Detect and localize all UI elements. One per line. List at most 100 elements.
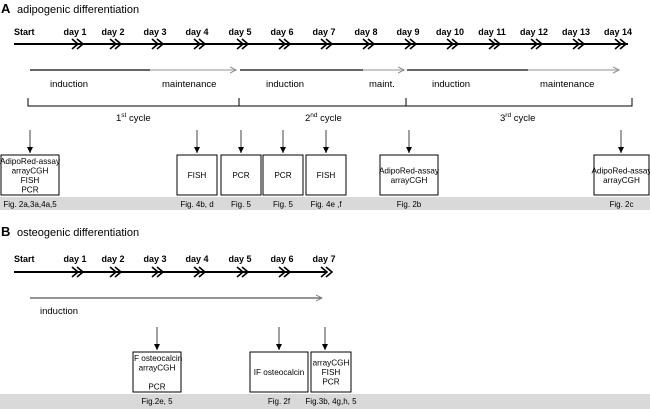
panel_a-box-7-line-1: AdipoRed-assay: [591, 166, 650, 175]
panel_b-box-3-line-1: arrayCGH: [313, 359, 350, 368]
panel_a-box-1-line-2: arrayCGH: [12, 166, 49, 175]
panel-a-day-markers: [71, 38, 628, 50]
panel_a-analysis-box-1: [0, 154, 60, 196]
panel_a-day-5-chevron-icon: [236, 38, 250, 50]
panel_a-box-6-line-1: AdipoRed-assay: [379, 166, 440, 175]
panel_a-box-3-line-1: PCR: [232, 171, 249, 180]
panel_b-day-5-chevron-icon: [236, 266, 250, 278]
panel_a-box-6-line-2: arrayCGH: [391, 176, 428, 185]
panel_b-day-label-7: day 7: [312, 254, 335, 264]
panel_a-day-label-1: day 1: [63, 27, 86, 37]
panel_b-day-label-3: day 3: [143, 254, 166, 264]
panel_b-analysis-box-1: [132, 351, 182, 393]
panel_b-box-3-line-3: PCR: [322, 378, 339, 387]
panel_a-day-label-8: day 8: [354, 27, 377, 37]
panel_a-day-3-chevron-icon: [151, 38, 165, 50]
panel-a-start-label: Start: [14, 27, 35, 37]
panel_a-box-1-figure-ref: Fig. 2a,3a,4a,5: [3, 200, 57, 209]
phase-a-label-induction-1: induction: [50, 79, 88, 90]
panel_b-box-3-figure-ref: Fig.3b, 4g,h, 5: [305, 397, 357, 406]
cycle-1-bracket: [27, 98, 240, 107]
panel_a-day-label-14: day 14: [604, 27, 632, 37]
panel-a-letter: A: [1, 1, 11, 16]
panel_a-box-1-line-4: PCR: [21, 185, 38, 194]
panel_a-day-6-chevron-icon: [278, 38, 292, 50]
panel_a-day-14-chevron-icon: [614, 38, 628, 50]
phase-a-label-induction-2: induction: [266, 79, 304, 90]
panel_a-analysis-box-4: [262, 154, 304, 196]
phase-b-label-induction: induction: [40, 306, 78, 317]
panel_a-day-8-chevron-icon: [362, 38, 376, 50]
panel_b-day-label-1: day 1: [63, 254, 86, 264]
panel-b-day-markers: [71, 266, 334, 278]
phase-a-label-maintenance-3: maintenance: [540, 79, 594, 90]
panel_a-day-11-chevron-icon: [488, 38, 502, 50]
panel_a-box-7-line-2: arrayCGH: [603, 176, 640, 185]
panel_a-analysis-box-2: [176, 154, 218, 196]
panel_a-day-7-chevron-icon: [320, 38, 334, 50]
panel_a-day-label-3: day 3: [143, 27, 166, 37]
panel_b-analysis-box-3: [310, 351, 352, 393]
panel_b-day-2-chevron-icon: [109, 266, 123, 278]
panel_a-day-12-chevron-icon: [530, 38, 544, 50]
panel-a-figure-ref-band: [0, 197, 650, 210]
panel_b-day-label-5: day 5: [228, 254, 251, 264]
panel_b-day-1-chevron-icon: [71, 266, 85, 278]
panel_a-day-4-chevron-icon: [193, 38, 207, 50]
panel_a-analysis-box-6: [379, 154, 439, 196]
cycle-3-bracket: [405, 98, 633, 107]
panel_b-day-label-6: day 6: [270, 254, 293, 264]
panel-b-day-labels: day 1 day 2 day 3 day 4 day 5 day 6 day 7: [63, 254, 335, 264]
panel_a-day-label-13: day 13: [562, 27, 590, 37]
cycle-2-bracket: [238, 98, 407, 107]
panel_b-analysis-box-2: [249, 351, 309, 393]
panel_b-day-7-chevron-icon: [320, 266, 334, 278]
panel_a-day-9-chevron-icon: [404, 38, 418, 50]
panel_a-box-7-figure-ref: Fig. 2c: [609, 200, 633, 209]
panel_b-box-1-line-1: IF osteocalcin: [132, 354, 183, 363]
panel_a-analysis-box-5: [305, 154, 347, 196]
cycle-2-label: 2nd cycle: [305, 112, 342, 124]
panel_b-day-label-2: day 2: [101, 254, 124, 264]
panel_b-box-1-line-2: arrayCGH: [139, 363, 176, 372]
panel-a: A adipogenic differentiation Start day 1…: [0, 1, 650, 210]
panel_a-day-10-chevron-icon: [446, 38, 460, 50]
phase-a-label-induction-3: induction: [432, 79, 470, 90]
panel_a-day-label-6: day 6: [270, 27, 293, 37]
panel_a-box-1-line-3: FISH: [21, 176, 40, 185]
cycle-1-label: 1st cycle: [116, 112, 151, 124]
panel-b-letter: B: [1, 224, 10, 239]
panel_b-box-3-line-2: FISH: [322, 368, 341, 377]
panel_a-box-5-line-1: FISH: [317, 171, 336, 180]
panel_a-day-label-9: day 9: [396, 27, 419, 37]
panel_a-day-label-11: day 11: [478, 27, 506, 37]
panel_a-day-label-2: day 2: [101, 27, 124, 37]
panel_a-box-1-line-1: AdipoRed-assay: [0, 157, 61, 166]
panel_b-box-2-figure-ref: Fig. 2f: [268, 397, 291, 406]
panel_b-day-6-chevron-icon: [278, 266, 292, 278]
panel_a-box-2-figure-ref: Fig. 4b, d: [180, 200, 213, 209]
panel_a-day-label-4: day 4: [185, 27, 208, 37]
panel_a-day-label-5: day 5: [228, 27, 251, 37]
panel_a-day-13-chevron-icon: [572, 38, 586, 50]
panel_a-day-2-chevron-icon: [109, 38, 123, 50]
panel-b-title: osteogenic differentiation: [17, 227, 139, 239]
panel_a-day-label-10: day 10: [436, 27, 464, 37]
panel_b-day-4-chevron-icon: [193, 266, 207, 278]
panel_a-day-1-chevron-icon: [71, 38, 85, 50]
panel-a-title: adipogenic differentiation: [17, 4, 139, 16]
panel_b-box-1-line-4: PCR: [148, 382, 165, 391]
panel_a-analysis-box-7: [593, 154, 650, 196]
panel_b-day-label-4: day 4: [185, 254, 208, 264]
panel_a-box-4-figure-ref: Fig. 5: [273, 200, 294, 209]
panel_b-box-1-figure-ref: Fig.2e, 5: [141, 397, 173, 406]
phase-a-label-maintenance-2: maint.: [369, 79, 395, 90]
panel_a-box-4-line-1: PCR: [274, 171, 291, 180]
panel_a-box-2-line-1: FISH: [188, 171, 207, 180]
panel-b-start-label: Start: [14, 254, 35, 264]
cycle-3-label: 3rd cycle: [500, 112, 535, 124]
